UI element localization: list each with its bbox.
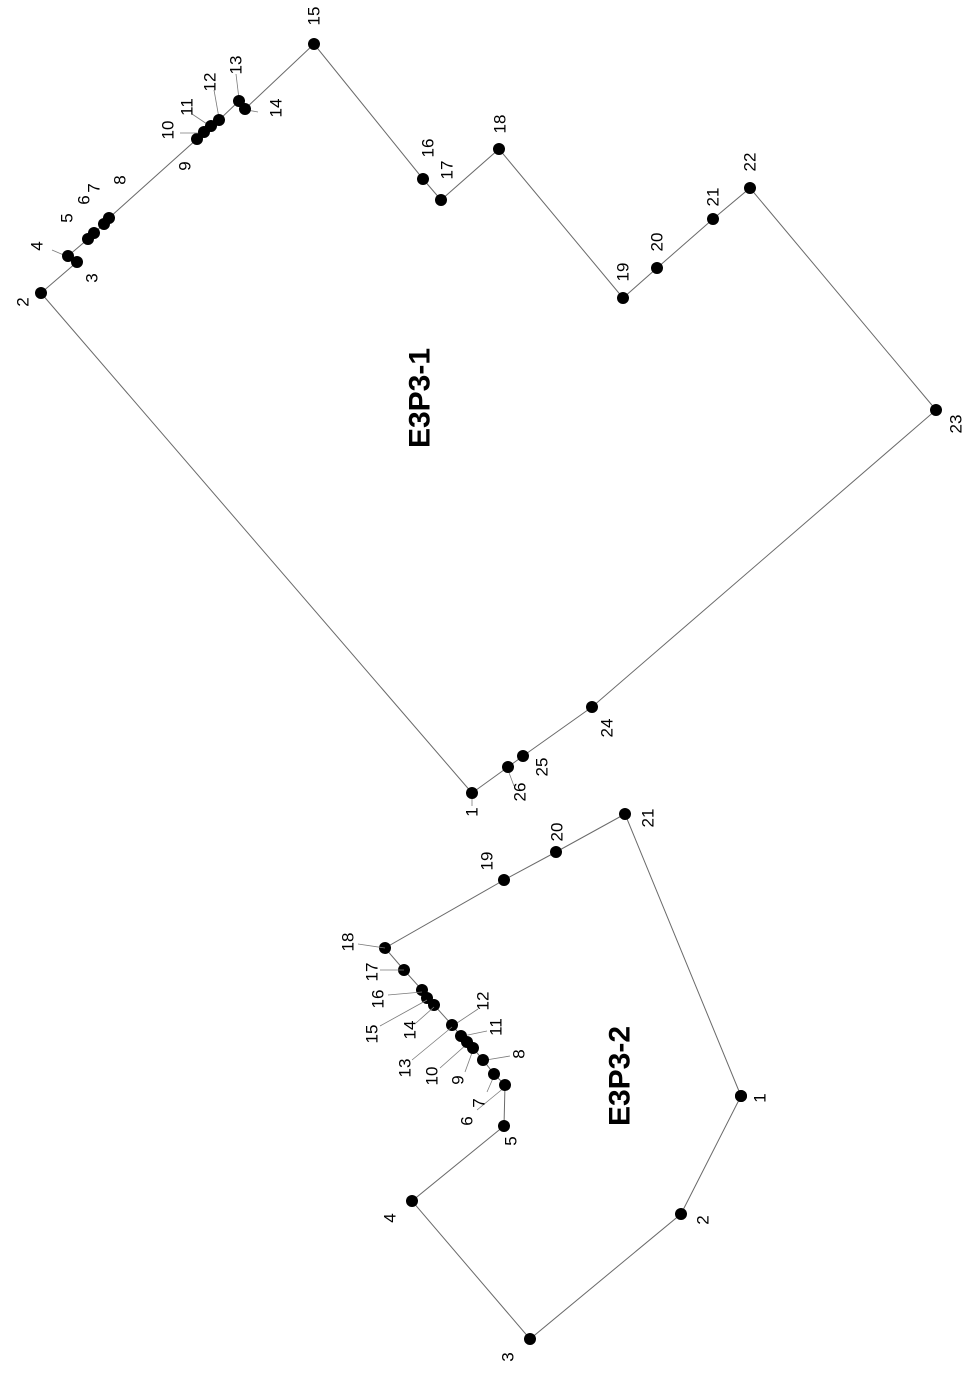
- vertex-label-e3p3-1-2: 2: [14, 297, 33, 306]
- vertex-point-e3p3-2-7: [488, 1068, 500, 1080]
- vertex-label-e3p3-2-5: 5: [502, 1136, 521, 1145]
- vertex-point-e3p3-1-8: [103, 212, 115, 224]
- vertex-point-e3p3-2-19: [550, 846, 562, 858]
- vertex-point-e3p3-1-1: [466, 787, 478, 799]
- vertex-label-e3p3-2-17: 17: [363, 963, 382, 982]
- vertex-label-e3p3-1-23: 23: [947, 415, 966, 434]
- vertex-label-e3p3-2-3: 3: [499, 1352, 518, 1361]
- vertex-label-e3p3-1-1: 1: [463, 807, 482, 816]
- vertex-point-e3p3-2-4: [406, 1195, 418, 1207]
- vertex-label-e3p3-1-3: 3: [83, 273, 102, 282]
- vertex-label-e3p3-1-20: 20: [648, 233, 667, 252]
- vertex-label-e3p3-1-8: 8: [111, 175, 130, 184]
- vertex-label-e3p3-1-26: 26: [511, 783, 530, 802]
- vertex-point-e3p3-1-18: [493, 143, 505, 155]
- vertex-label-e3p3-2-19: 19: [478, 852, 497, 871]
- vertex-label-e3p3-2-2: 2: [694, 1215, 713, 1224]
- vertex-label-e3p3-1-11: 11: [178, 98, 197, 116]
- vertex-label-e3p3-2-18: 18: [339, 933, 358, 952]
- vertex-point-e3p3-2-12: [446, 1019, 458, 1031]
- vertex-label-e3p3-1-16: 16: [419, 139, 438, 158]
- vertex-leader-e3p3-2-14: [415, 1006, 435, 1024]
- vertex-label-e3p3-1-15: 15: [305, 7, 324, 26]
- vertex-label-e3p3-1-5: 5: [58, 213, 77, 222]
- vertex-label-e3p3-2-8: 8: [510, 1049, 529, 1058]
- vertex-label-e3p3-1-7: 7: [85, 183, 104, 192]
- vertex-label-e3p3-2-4: 4: [381, 1213, 400, 1222]
- vertex-leader-e3p3-1-12: [213, 89, 220, 119]
- vertex-leader-e3p3-2-16: [387, 991, 423, 996]
- parcel-label-e3p3-2: E3P3-2: [604, 1026, 637, 1126]
- vertex-point-e3p3-2-5: [498, 1120, 510, 1132]
- vertex-point-e3p3-1-22: [744, 182, 756, 194]
- vertex-point-e3p3-2-21: [735, 1090, 747, 1102]
- vertex-point-e3p3-2-20: [619, 808, 631, 820]
- vertex-leader-e3p3-2-18: [357, 943, 386, 949]
- vertex-label-e3p3-2-13: 13: [396, 1059, 415, 1078]
- vertex-point-e3p3-2-18: [498, 874, 510, 886]
- vertex-label-e3p3-2-14: 14: [401, 1021, 420, 1040]
- vertex-label-e3p3-2-1: 1: [751, 1093, 770, 1102]
- vertex-label-e3p3-1-6: 6: [75, 195, 94, 204]
- vertex-point-e3p3-1-24: [586, 701, 598, 713]
- vertex-point-e3p3-1-25: [517, 750, 529, 762]
- vertex-point-e3p3-1-3: [71, 256, 83, 268]
- vertex-point-e3p3-1-17: [435, 194, 447, 206]
- vertex-point-e3p3-1-4: [62, 250, 74, 262]
- vertex-label-e3p3-2-11: 11: [487, 1018, 506, 1036]
- vertex-point-e3p3-1-12: [213, 114, 225, 126]
- vertex-label-e3p3-2-12: 12: [474, 992, 493, 1011]
- vertex-point-e3p3-1-16: [417, 173, 429, 185]
- vertex-leader-e3p3-2-8: [485, 1055, 511, 1061]
- vertex-point-e3p3-1-21: [707, 213, 719, 225]
- vertex-label-e3p3-1-12: 12: [201, 73, 220, 92]
- vertex-point-e3p3-1-14: [239, 103, 251, 115]
- vertex-point-e3p3-1-15: [308, 38, 320, 50]
- vertex-point-e3p3-2-3: [524, 1333, 536, 1345]
- vertex-point-e3p3-1-26: [502, 761, 514, 773]
- vertex-leader-e3p3-2-10: [439, 1043, 468, 1069]
- vertex-leader-e3p3-2-11: [462, 1030, 488, 1037]
- vertex-label-e3p3-2-15: 15: [363, 1025, 382, 1044]
- vertex-label-e3p3-1-18: 18: [491, 115, 510, 134]
- vertex-point-e3p3-1-2: [35, 287, 47, 299]
- vertex-label-e3p3-1-10: 10: [159, 121, 178, 140]
- vertex-label-e3p3-1-25: 25: [533, 758, 552, 777]
- vertex-label-e3p3-1-17: 17: [438, 161, 457, 180]
- vertex-label-e3p3-2-20: 20: [548, 823, 567, 842]
- vertex-point-e3p3-2-6: [499, 1079, 511, 1091]
- vertex-point-e3p3-1-20: [651, 262, 663, 274]
- vertex-label-e3p3-2-6: 6: [458, 1116, 477, 1125]
- vertex-point-e3p3-1-23: [930, 404, 942, 416]
- vertex-leader-e3p3-2-6: [476, 1086, 506, 1111]
- vertex-label-e3p3-1-9: 9: [176, 161, 195, 170]
- vertex-label-e3p3-1-24: 24: [598, 719, 617, 738]
- vertex-label-e3p3-1-21: 21: [704, 188, 723, 207]
- vertex-leader-e3p3-2-13: [411, 1026, 453, 1061]
- vertex-label-e3p3-2-9: 9: [449, 1075, 468, 1084]
- vertex-label-e3p3-1-22: 22: [741, 153, 760, 172]
- vertex-point-e3p3-2-8: [477, 1054, 489, 1066]
- vertex-leader-e3p3-2-12: [453, 1008, 479, 1026]
- boundary-line-e3p3-1: [40, 43, 937, 794]
- vertex-point-e3p3-2-15: [416, 984, 428, 996]
- vertex-leader-e3p3-2-15: [379, 999, 428, 1027]
- vertex-label-e3p3-1-14: 14: [267, 99, 286, 118]
- parcel-label-e3p3-1: E3P3-1: [404, 348, 437, 448]
- vertex-point-e3p3-1-19: [617, 292, 629, 304]
- vertex-label-e3p3-1-4: 4: [28, 241, 47, 250]
- vertex-label-e3p3-2-16: 16: [369, 990, 388, 1009]
- vertex-leader-e3p3-1-13: [235, 73, 240, 100]
- vertex-label-e3p3-1-13: 13: [227, 56, 246, 75]
- vertex-point-e3p3-2-11: [455, 1030, 467, 1042]
- parcel-e3p3-1: 1234567891011121314151617181920212223242…: [14, 7, 966, 817]
- vertex-label-e3p3-2-10: 10: [423, 1067, 442, 1086]
- vertex-label-e3p3-2-7: 7: [470, 1098, 489, 1107]
- vertex-point-e3p3-2-2: [675, 1208, 687, 1220]
- vertex-point-e3p3-1-6: [88, 227, 100, 239]
- vertex-label-e3p3-2-21: 21: [639, 809, 658, 828]
- vertex-label-e3p3-1-19: 19: [614, 263, 633, 282]
